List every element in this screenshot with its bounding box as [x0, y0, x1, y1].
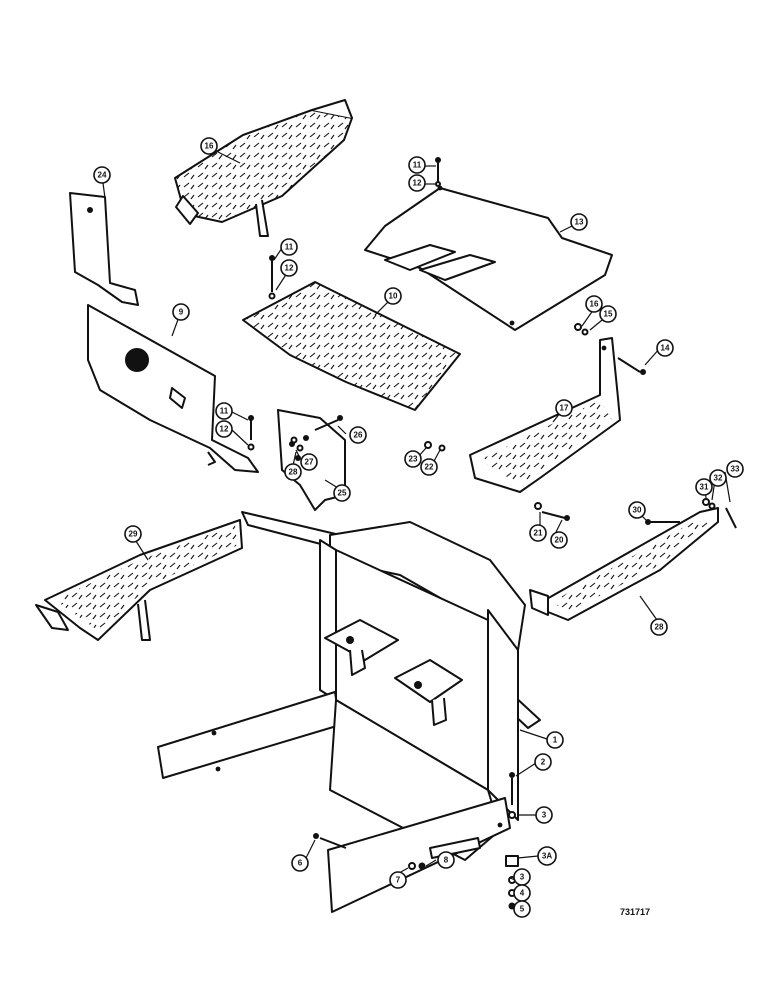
callout-8: 8 — [437, 851, 455, 869]
callout-28: 28 — [650, 618, 668, 636]
callout-11-c: 11 — [215, 402, 233, 420]
part-17-step — [469, 337, 621, 493]
svg-text:21: 21 — [534, 529, 543, 538]
callout-4: 4 — [513, 884, 531, 902]
svg-text:26: 26 — [354, 431, 363, 440]
callout-16-b: 16 — [585, 295, 603, 313]
svg-text:3: 3 — [520, 873, 525, 882]
part-16-step-plate — [174, 99, 353, 237]
svg-text:15: 15 — [604, 310, 613, 319]
svg-text:27: 27 — [305, 458, 314, 467]
callout-15: 15 — [599, 305, 617, 323]
svg-text:7: 7 — [396, 876, 401, 885]
svg-text:5: 5 — [520, 905, 525, 914]
part-10-tread-plate — [242, 281, 461, 411]
callout-29: 29 — [124, 525, 142, 543]
callout-33: 33 — [726, 460, 744, 478]
part-23-bracket — [69, 192, 139, 306]
svg-text:12: 12 — [220, 425, 229, 434]
callout-2: 2 — [534, 753, 552, 771]
svg-text:28: 28 — [655, 623, 664, 632]
callout-13: 13 — [570, 213, 588, 231]
callout-5: 5 — [513, 900, 531, 918]
svg-text:23: 23 — [409, 455, 418, 464]
part-9-side-panel — [87, 304, 259, 473]
svg-text:22: 22 — [425, 463, 434, 472]
part-28-right-step — [529, 507, 719, 621]
svg-text:12: 12 — [285, 264, 294, 273]
svg-text:24: 24 — [98, 171, 107, 180]
svg-text:14: 14 — [661, 344, 670, 353]
svg-text:4: 4 — [520, 889, 525, 898]
callout-6: 6 — [291, 854, 309, 872]
callout-3-a: 3 — [535, 806, 553, 824]
callout-12-a: 12 — [408, 174, 426, 192]
callout-11-a: 11 — [408, 156, 426, 174]
drawing-number: 731717 — [620, 907, 650, 917]
callout-23: 24 — [93, 166, 111, 184]
callout-26: 27 — [300, 453, 318, 471]
callout-27: 28 — [284, 463, 302, 481]
svg-text:11: 11 — [220, 407, 229, 416]
callout-3-b: 3 — [513, 868, 531, 886]
callout-24: 25 — [333, 484, 351, 502]
svg-text:16: 16 — [590, 300, 599, 309]
svg-text:8: 8 — [444, 856, 449, 865]
svg-text:1: 1 — [553, 736, 558, 745]
callout-3A: 3A — [537, 846, 557, 866]
part-13-floor-plate — [364, 185, 613, 331]
callout-10: 10 — [384, 287, 402, 305]
callout-19: 20 — [550, 531, 568, 549]
svg-text:31: 31 — [700, 483, 709, 492]
svg-text:17: 17 — [560, 404, 569, 413]
svg-text:3: 3 — [542, 811, 547, 820]
svg-text:20: 20 — [555, 536, 564, 545]
callout-30-a: 30 — [628, 501, 646, 519]
svg-text:3A: 3A — [542, 852, 552, 861]
callout-32: 32 — [709, 469, 727, 487]
callout-22: 23 — [404, 450, 422, 468]
svg-text:2: 2 — [541, 758, 546, 767]
callout-25: 26 — [349, 426, 367, 444]
svg-text:16: 16 — [205, 142, 214, 151]
svg-text:25: 25 — [338, 489, 347, 498]
svg-text:29: 29 — [129, 530, 138, 539]
svg-text:33: 33 — [731, 465, 740, 474]
callout-14: 14 — [656, 339, 674, 357]
svg-text:32: 32 — [714, 474, 723, 483]
callout-20: 21 — [529, 524, 547, 542]
svg-text:30: 30 — [633, 506, 642, 515]
callout-12-b: 12 — [280, 259, 298, 277]
svg-text:13: 13 — [575, 218, 584, 227]
callout-7: 7 — [389, 871, 407, 889]
svg-text:28: 28 — [289, 468, 298, 477]
callout-11-b: 11 — [280, 238, 298, 256]
svg-text:11: 11 — [413, 161, 422, 170]
svg-text:10: 10 — [389, 292, 398, 301]
callout-9: 9 — [172, 303, 190, 321]
svg-text:6: 6 — [298, 859, 303, 868]
callout-17: 17 — [555, 399, 573, 417]
callout-16: 16 — [200, 137, 218, 155]
svg-text:9: 9 — [179, 308, 184, 317]
svg-text:12: 12 — [413, 179, 422, 188]
callout-12-c: 12 — [215, 420, 233, 438]
callout-21: 22 — [420, 458, 438, 476]
hardware — [247, 157, 737, 910]
callout-31: 31 — [695, 478, 713, 496]
part-29-left-step — [35, 519, 243, 641]
callout-1: 1 — [546, 731, 564, 749]
svg-text:11: 11 — [285, 243, 294, 252]
